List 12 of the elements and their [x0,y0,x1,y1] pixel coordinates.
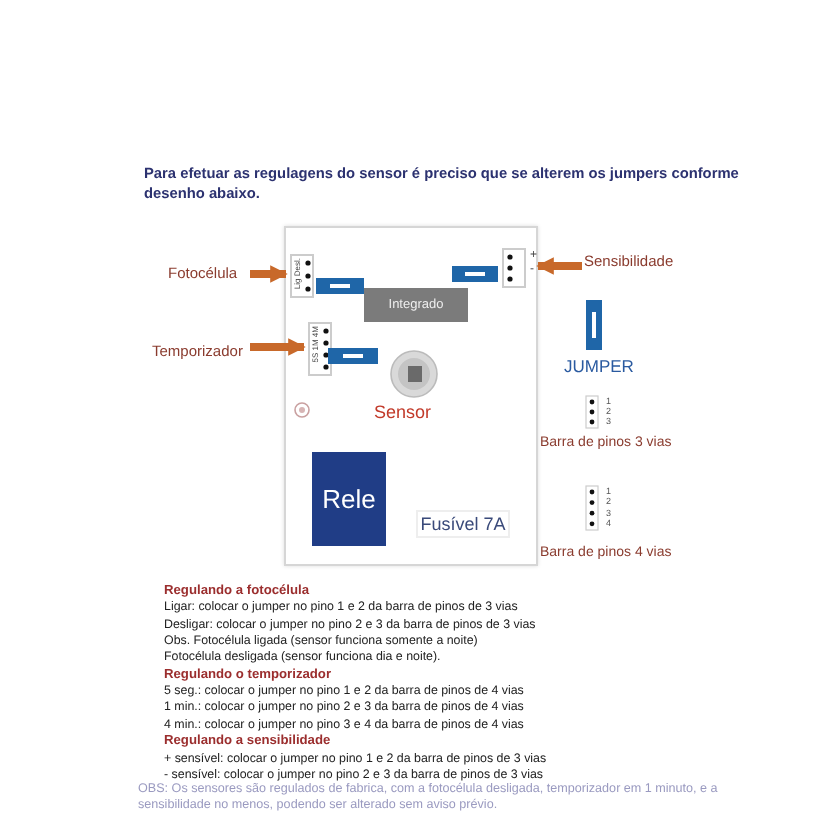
relay-label: Rele [322,484,376,514]
pin-header [308,322,332,376]
key-label: JUMPER [564,358,634,378]
sensor-label: Sensor [374,402,432,422]
arrow [250,265,288,283]
fuse-label: Fusível 7A [420,514,506,534]
chip-box [364,288,468,322]
relay-box [312,452,386,546]
circuit-board [284,226,538,566]
arrow [536,257,582,275]
arrow [250,338,306,356]
pin-header [290,254,314,298]
